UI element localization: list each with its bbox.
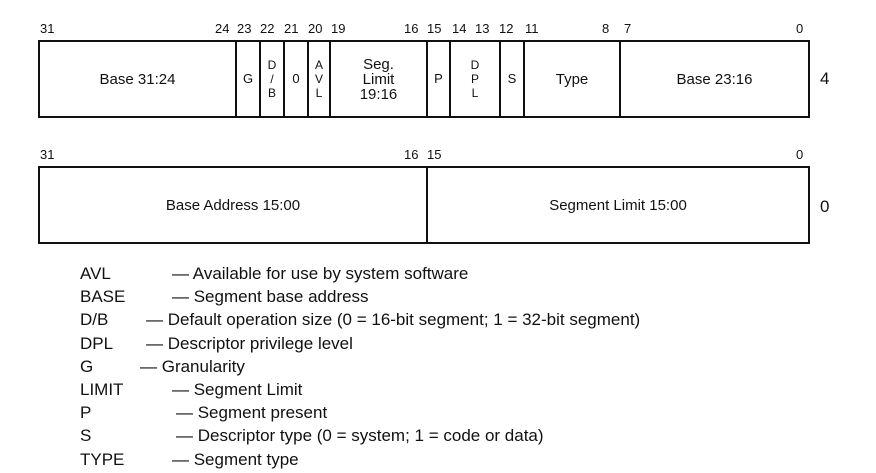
legend-abbr: BASE xyxy=(80,287,126,307)
legend-desc: — Descriptor privilege level xyxy=(146,333,353,353)
legend-desc: — Granularity xyxy=(140,356,245,376)
bit-number: 20 xyxy=(308,21,323,36)
field-label: G xyxy=(242,71,254,86)
legend-row: S — Descriptor type (0 = system; 1 = code… xyxy=(80,424,640,447)
legend-desc: — Default operation size (0 = 16-bit seg… xyxy=(146,310,641,330)
field-label-part: V xyxy=(314,72,323,86)
bit-number: 11 xyxy=(525,21,539,36)
upper-descriptor-register: Base 31:24 G D / B 0 A V L Seg. Limit 19… xyxy=(38,40,810,118)
field-zero: 0 xyxy=(283,42,307,116)
field-label-part: / xyxy=(270,72,274,86)
bit-number: 23 xyxy=(237,21,252,36)
field-label-part: Limit xyxy=(362,70,395,88)
byte-offset-label: 4 xyxy=(820,69,830,88)
lower-descriptor-register: Base Address 15:00 Segment Limit 15:00 xyxy=(38,166,810,244)
field-p: P xyxy=(426,42,449,116)
legend-desc: — Segment type xyxy=(172,449,299,469)
legend-abbr: LIMIT xyxy=(80,380,124,400)
legend-row: D/B — Default operation size (0 = 16-bit … xyxy=(80,308,640,331)
legend-abbr: AVL xyxy=(80,264,111,283)
bit-number: 19 xyxy=(331,21,346,36)
legend-abbr: S xyxy=(80,426,92,446)
field-base-23-16: Base 23:16 xyxy=(619,42,808,116)
bit-number: 0 xyxy=(796,147,804,162)
bit-number: 22 xyxy=(260,21,275,36)
legend-row: BASE — Segment base address xyxy=(80,285,640,308)
bit-number: 7 xyxy=(624,21,632,36)
bit-number: 24 xyxy=(215,21,230,36)
legend-abbr: P xyxy=(80,403,92,423)
field-label: Base Address 15:00 xyxy=(165,196,301,214)
field-label-part: D xyxy=(267,58,277,72)
legend-row: DPL — Descriptor privilege level xyxy=(80,332,640,355)
legend-row: LIMIT — Segment Limit xyxy=(80,378,640,401)
field-label-part: P xyxy=(470,72,479,86)
field-segment-limit-15-00: Segment Limit 15:00 xyxy=(426,168,808,242)
legend-desc: — Segment present xyxy=(176,403,328,423)
bit-number: 15 xyxy=(427,147,442,162)
legend-abbr: DPL xyxy=(80,333,114,353)
field-label-part: B xyxy=(267,86,276,100)
field-label-part: 19:16 xyxy=(359,85,398,103)
field-label: Base 23:16 xyxy=(676,70,753,88)
legend-row: P — Segment present xyxy=(80,401,640,424)
bit-number: 16 xyxy=(404,21,419,36)
field-type: Type xyxy=(523,42,619,116)
field-label-part: D xyxy=(470,58,480,72)
legend-abbr: TYPE xyxy=(80,449,125,469)
bit-number: 13 xyxy=(475,21,490,36)
field-avl: A V L xyxy=(307,42,329,116)
bit-number: 31 xyxy=(40,21,55,36)
field-label: Type xyxy=(555,70,589,88)
field-seg-limit-19-16: Seg. Limit 19:16 xyxy=(329,42,426,116)
byte-offset-label: 0 xyxy=(820,197,830,216)
legend-abbr: D/B xyxy=(80,310,109,330)
field-base-31-24: Base 31:24 xyxy=(40,42,235,116)
legend-desc: — Descriptor type (0 = system; 1 = code … xyxy=(176,426,544,446)
bit-number: 16 xyxy=(404,147,419,162)
bit-number: 15 xyxy=(427,21,442,36)
bit-number: 12 xyxy=(499,21,514,36)
field-dpl: D P L xyxy=(449,42,499,116)
field-s: S xyxy=(499,42,523,116)
field-d-b: D / B xyxy=(259,42,283,116)
bit-number: 8 xyxy=(602,21,610,36)
legend: AVL — Available for use by system softwar… xyxy=(80,262,640,471)
field-label: Segment Limit 15:00 xyxy=(549,196,687,214)
field-g: G xyxy=(235,42,259,116)
legend-desc: — Available for use by system software xyxy=(172,264,469,283)
legend-row: AVL — Available for use by system softwar… xyxy=(80,262,640,285)
field-label-part: A xyxy=(314,58,323,72)
legend-abbr: G xyxy=(80,356,94,376)
bit-number: 0 xyxy=(796,21,804,36)
legend-desc: — Segment base address xyxy=(172,287,369,307)
field-label: S xyxy=(507,71,517,86)
bit-number: 21 xyxy=(284,21,299,36)
field-label-part: L xyxy=(471,86,479,100)
field-label-part: Seg. xyxy=(363,55,394,73)
field-label: Base 31:24 xyxy=(99,70,176,88)
bit-number: 14 xyxy=(452,21,467,36)
legend-row: G — Granularity xyxy=(80,355,640,378)
legend-desc: — Segment Limit xyxy=(172,380,303,400)
field-label: 0 xyxy=(292,71,300,86)
field-label-part: L xyxy=(315,86,323,100)
field-label: P xyxy=(434,71,443,86)
legend-row: TYPE — Segment type xyxy=(80,448,640,471)
bit-number: 31 xyxy=(40,147,55,162)
field-base-address-15-00: Base Address 15:00 xyxy=(40,168,426,242)
